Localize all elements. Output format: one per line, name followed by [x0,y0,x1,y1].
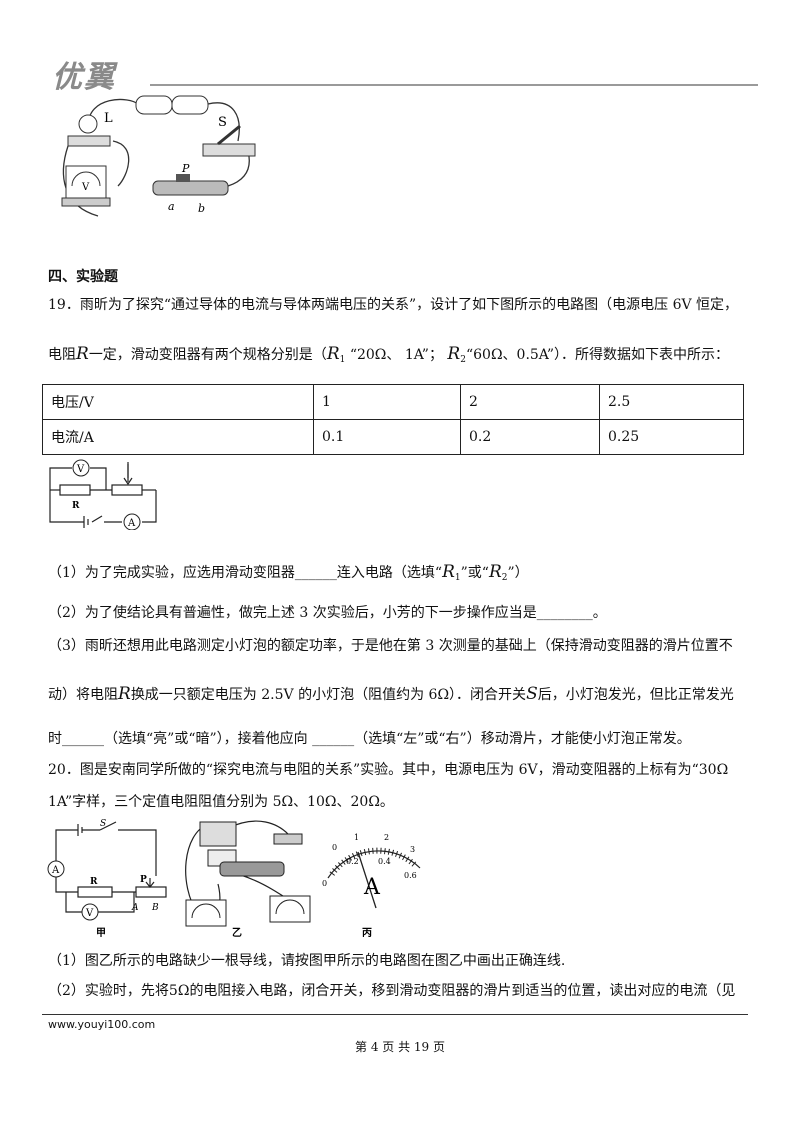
label-L: L [104,111,113,126]
label-V: V [76,464,85,475]
apparatus-yi: 乙 [185,820,311,939]
label-A: A [127,518,136,529]
footer-url: www.youyi100.com [48,1018,156,1031]
label-A-end: A [131,903,139,913]
section-title: 四、实验题 [48,269,118,285]
figure-label-yi: 乙 [232,927,242,939]
q20-part1: （1）图乙所示的电路缺少一根导线，请按图甲所示的电路图在图乙中画出正确连线. [48,953,566,969]
resistance-value: 5Ω [168,983,190,999]
data-table: 电压/V 1 2 2.5 电流/A 0.1 0.2 0.25 [42,384,744,455]
table-cell: 0.2 [460,419,600,455]
q19-line2: 电阻R一定，滑动变阻器有两个规格分别是（R1 “20Ω、 1A”； R2“60Ω… [48,344,730,365]
label-R: R [90,877,98,887]
table-cell: 电压/V [42,384,314,420]
q19-circuit-diagram: V R A [49,459,157,530]
figure-label-jia: 甲 [96,927,106,939]
label-R: R [72,501,80,511]
label-S: S [218,115,227,130]
ammeter-symbol: A [363,875,381,900]
table-row: 电压/V 1 2 2.5 [42,384,744,420]
table-cell: 2.5 [599,384,744,420]
page-number: 第 4 页 共 19 页 [355,1040,445,1054]
header-divider [150,84,758,86]
apparatus-figure: L S V P a b [61,95,256,217]
q19-part1: （1）为了完成实验，应选用滑动变阻器______连入电路（选填“R1”或“R2”… [48,562,529,583]
label-V: V [81,182,90,193]
label-B: B [151,903,159,913]
scale-0: 0 [322,879,327,888]
q20-line2: 1A”字样，三个定值电阻阻值分别为 5Ω、10Ω、20Ω。 [48,794,394,810]
q19-line1: 19．雨昕为了探究“通过导体的电流与导体两端电压的关系”，设计了如下图所示的电路… [48,297,739,313]
label-S: S [100,819,106,829]
table-cell: 0.1 [313,419,461,455]
table-row: 电流/A 0.1 0.2 0.25 [42,419,744,455]
table-cell: 1 [313,384,461,420]
scale-0-6: 0.6 [404,871,417,880]
q20-part2: （2）实验时，先将5Ω的电阻接入电路，闭合开关，移到滑动变阻器的滑片到适当的位置… [48,983,736,999]
scale-top-1: 1 [354,833,359,842]
q19-part3-line2: 动）将电阻R换成一只额定电压为 2.5V 的小灯泡（阻值约为 6Ω）．闭合开关S… [48,684,734,704]
q19-part3-line1: （3）雨昕还想用此电路测定小灯泡的额定功率，于是他在第 3 次测量的基础上（保持… [48,638,733,654]
footer-divider [42,1014,748,1015]
symbol-R: R [76,344,89,364]
label-P: P [181,162,190,175]
label-A: A [51,865,60,876]
ammeter-bing: 0 0.2 0.4 0.6 0 1 2 3 A 丙 [322,833,421,939]
scale-0-4: 0.4 [378,857,391,866]
q19-part2: （2）为了使结论具有普遍性，做完上述 3 次实验后，小芳的下一步操作应当是___… [48,605,607,621]
circuit-jia: A S R P A B V 甲 [47,819,167,939]
label-a: a [168,200,175,213]
scale-top-0: 0 [332,843,337,852]
symbol-R1: R [326,344,340,364]
label-P: P [140,875,147,885]
q19-part3-line3: 时______（选填“亮”或“暗”），接着他应向 ______（选填“左”或“右… [48,731,691,747]
table-cell: 0.25 [599,419,744,455]
symbol-R2: R [447,344,461,364]
scale-top-3: 3 [410,845,415,854]
label-V: V [85,908,94,919]
scale-top-2: 2 [384,833,389,842]
q20-line1: 20．图是安南同学所做的“探究电流与电阻的关系”实验。其中，电源电压为 6V，滑… [48,762,729,778]
brand-logo: 优翼 [52,60,116,95]
scale-0-2: 0.2 [346,857,359,866]
figure-label-bing: 丙 [362,927,372,939]
table-cell: 2 [460,384,600,420]
table-cell: 电流/A [42,419,314,455]
label-b: b [198,202,205,215]
